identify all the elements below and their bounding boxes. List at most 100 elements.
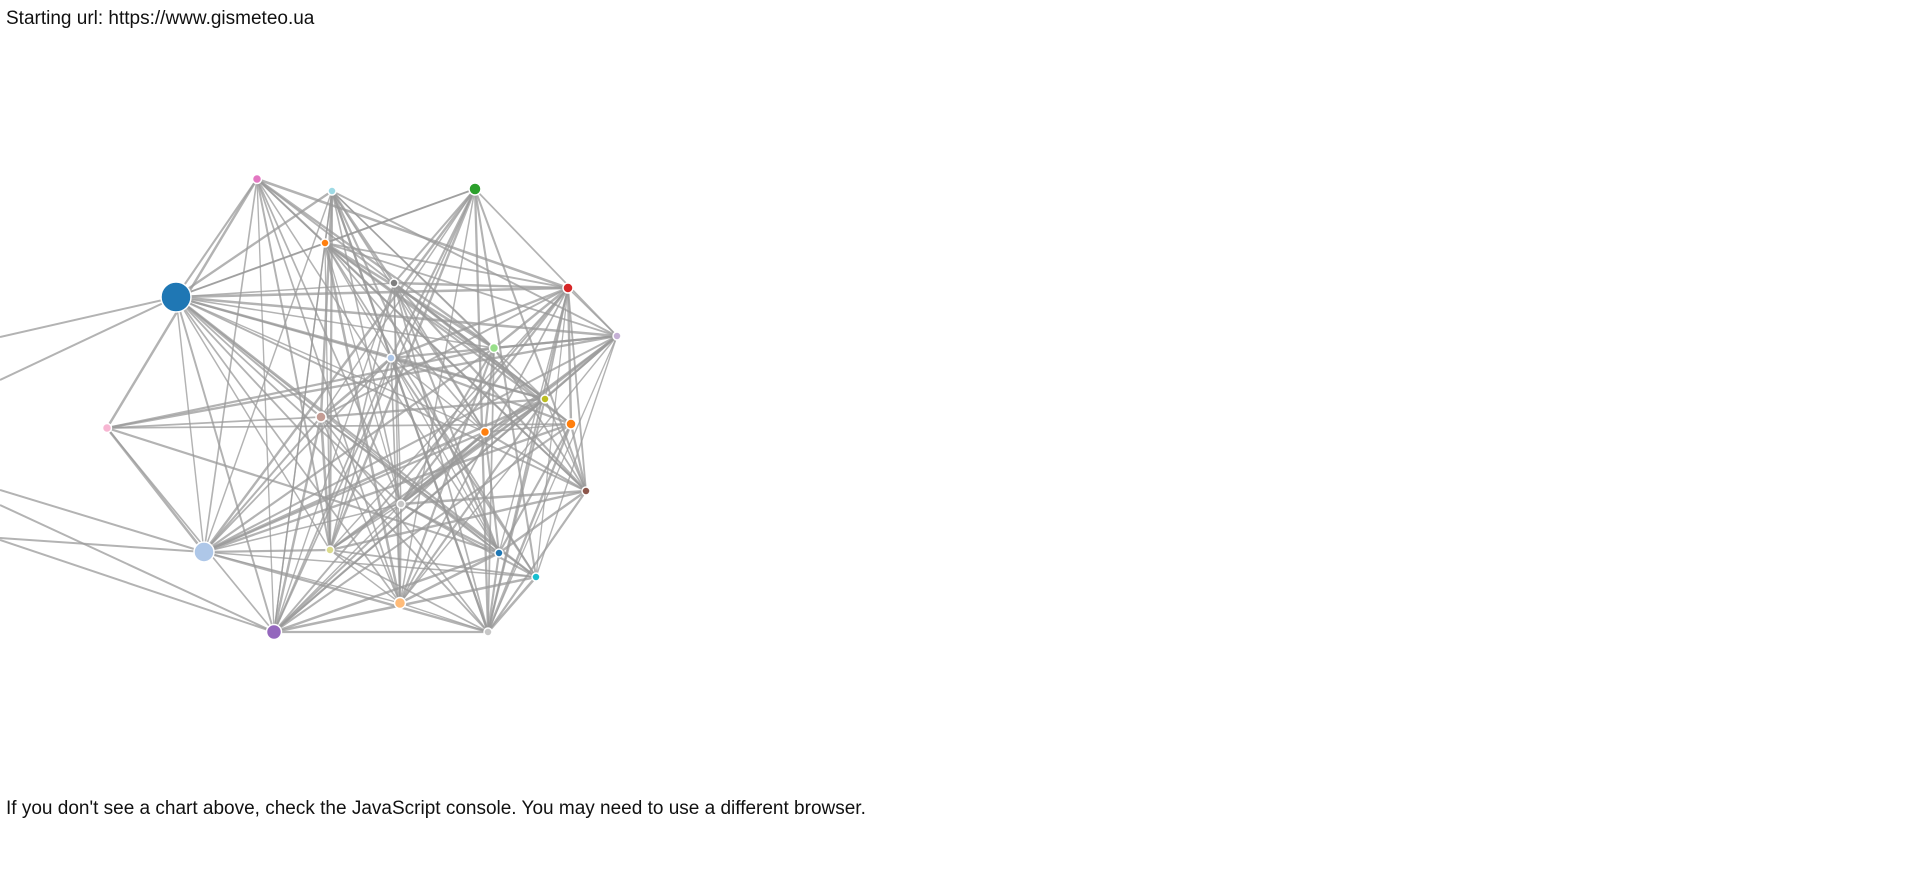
graph-link [483,347,496,433]
graph-link [484,423,572,433]
graph-link [175,296,495,349]
graph-link [400,431,486,505]
graph-node[interactable] [396,499,406,509]
graph-node[interactable] [160,281,192,313]
graph-link [256,178,275,633]
graph-link [390,357,500,554]
graph-link [175,190,333,298]
graph-link [493,334,618,350]
graph-node[interactable] [488,342,500,354]
graph-link [0,539,275,633]
graph-link [399,602,489,633]
graph-node[interactable] [265,623,283,641]
graph-link [329,549,401,604]
graph-link [487,335,618,633]
graph-link [328,188,477,551]
graph-link [400,347,495,505]
graph-link [203,190,333,553]
graph-link [483,431,501,554]
graph-node[interactable] [393,596,407,610]
graph-link [484,431,587,492]
graph-node[interactable] [468,182,482,196]
graph-link [320,416,401,604]
graph-link [106,416,322,429]
graph-node[interactable] [612,331,622,341]
graph-link [324,242,402,505]
graph-link [0,296,177,381]
graph-link [324,242,587,492]
graph-node[interactable] [325,545,335,555]
graph-link [256,178,331,551]
force-graph[interactable] [0,0,1915,790]
graph-node[interactable] [494,548,504,558]
graph-link [486,552,501,633]
graph-node[interactable] [531,572,541,582]
graph-link [498,423,572,554]
graph-link [320,357,392,418]
graph-node[interactable] [565,418,577,430]
graph-link [535,335,618,578]
graph-link [323,242,402,604]
graph-link [175,178,258,298]
graph-link [566,287,573,425]
graph-link [535,287,569,578]
graph-nodes[interactable] [101,173,622,641]
graph-node[interactable] [562,282,574,294]
graph-node[interactable] [540,394,550,404]
graph-link [487,490,587,633]
graph-link [175,295,618,338]
graph-link [487,576,537,633]
graph-link [106,427,275,633]
graph-link [393,188,476,284]
graph-link [567,287,587,492]
graph-link [256,178,495,349]
graph-link [273,282,395,633]
graph-link [399,551,500,605]
graph-link [329,398,546,551]
graph-link [324,242,486,433]
graph-node[interactable] [193,541,215,563]
graph-link [256,178,401,604]
graph-link [203,178,258,553]
graph-link [390,188,476,359]
graph-node[interactable] [386,353,396,363]
graph-link [0,296,177,338]
graph-link [390,357,537,578]
graph-link [0,489,205,553]
graph-link [400,503,537,578]
graph-link [256,178,500,554]
graph-link [393,282,489,633]
graph-link [390,357,401,604]
graph-link [498,490,587,554]
browser-notice-text: If you don't see a chart above, check th… [6,798,866,819]
graph-link [486,423,573,633]
graph-link [329,503,402,551]
graph-link [273,242,326,633]
graph-link [567,287,618,337]
graph-node[interactable] [581,486,591,496]
graph-link [175,296,401,604]
graph-link [331,190,402,505]
graph-node[interactable] [101,422,113,434]
graph-node[interactable] [315,411,327,423]
graph-link [320,416,489,633]
graph-link [175,296,537,578]
graph-link [319,416,332,551]
graph-link [484,398,546,433]
graph-link [399,398,546,604]
graph-link [569,423,588,492]
starting-url-text: Starting url: https://www.gismeteo.ua [6,8,315,29]
graph-link [393,282,486,433]
graph-link [203,550,489,634]
graph-node[interactable] [320,238,330,248]
graph-link [329,282,395,551]
graph-node[interactable] [389,278,399,288]
graph-node[interactable] [479,426,491,438]
graph-node[interactable] [483,627,493,637]
graph-link [329,357,392,551]
graph-link [393,282,500,554]
graph-node[interactable] [251,173,263,185]
graph-links [0,177,618,634]
graph-node[interactable] [327,186,337,196]
graph-link [400,489,587,506]
